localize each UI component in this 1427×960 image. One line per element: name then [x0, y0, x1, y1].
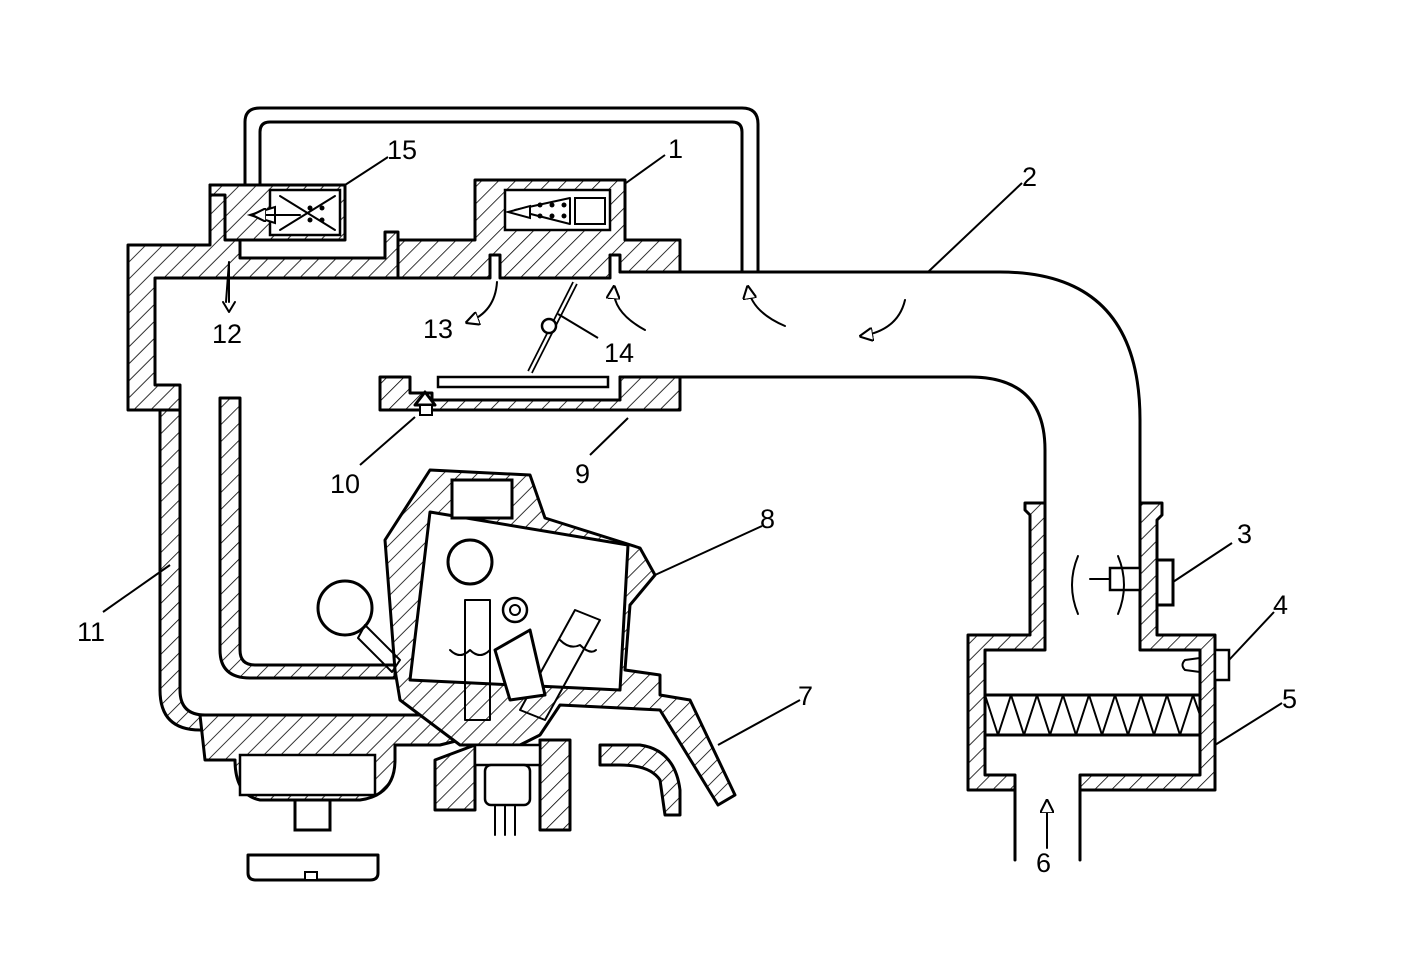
- engine-head: [316, 468, 737, 807]
- leader-lines: [102, 154, 1283, 746]
- arrow-13: [468, 281, 498, 322]
- fresh-air-check-valve: [246, 188, 342, 237]
- fresh-air-hose: [243, 106, 760, 274]
- mass-airflow-sensor: [1071, 555, 1175, 615]
- callout-11: 11: [77, 617, 105, 647]
- callout-7: 7: [798, 681, 813, 711]
- pcv-valve: [503, 188, 612, 232]
- engine-block: [433, 738, 682, 836]
- callout-9: 9: [575, 459, 590, 489]
- callout-6: 6: [1036, 848, 1051, 878]
- arrow-12: [222, 261, 236, 313]
- arrow-intake-a: [614, 288, 646, 331]
- air-intake-duct: [618, 270, 1142, 505]
- flow-arrows: [222, 215, 1047, 849]
- callout-12: 12: [212, 319, 242, 349]
- callout-labels: 1 2 3 4 5 6 7 8 9 10 11 12 13 14 15: [77, 134, 1297, 878]
- callout-1: 1: [668, 134, 683, 164]
- arrow-intake-c: [862, 299, 906, 336]
- pcv-orifice: [413, 390, 437, 416]
- intake-manifold: [126, 178, 682, 882]
- callout-14: 14: [604, 338, 634, 368]
- intake-air-temp-sensor: [1181, 648, 1231, 682]
- callout-13: 13: [423, 314, 453, 344]
- callout-5: 5: [1282, 684, 1297, 714]
- arrow-intake-b: [748, 288, 786, 327]
- callout-3: 3: [1237, 519, 1252, 549]
- callout-15: 15: [387, 135, 417, 165]
- callout-2: 2: [1022, 162, 1037, 192]
- callout-8: 8: [760, 504, 775, 534]
- throttle-plate: [436, 281, 610, 389]
- callout-10: 10: [330, 469, 360, 499]
- air-cleaner-housing: [966, 501, 1217, 862]
- callout-4: 4: [1273, 590, 1288, 620]
